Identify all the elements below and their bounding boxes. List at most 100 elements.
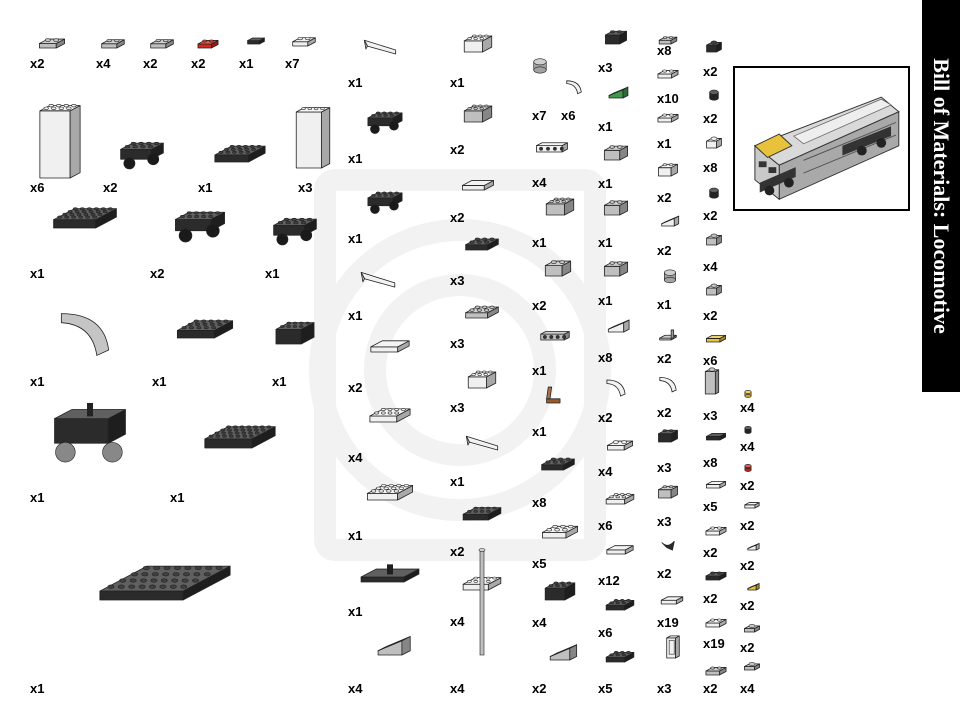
part-plate-image — [465, 237, 499, 251]
part-item: x2 — [740, 464, 754, 493]
part-plate-image — [150, 38, 174, 49]
part-quantity: x4 — [740, 439, 755, 454]
part-quantity: x8 — [703, 455, 717, 470]
locomotive-image — [753, 96, 900, 201]
part-quantity: x2 — [657, 566, 671, 581]
part-quantity: x4 — [740, 681, 755, 696]
part-bogie-image — [120, 141, 164, 170]
part-item: x2 — [657, 540, 675, 581]
part-clip-image — [661, 540, 675, 551]
part-item: x1 — [598, 145, 629, 191]
part-round-image — [664, 269, 676, 284]
part-item: x6 — [561, 80, 582, 123]
part-tile-image — [706, 481, 726, 489]
part-item: x1 — [272, 321, 315, 389]
part-quantity: x4 — [450, 614, 465, 629]
part-quantity: x2 — [150, 266, 164, 281]
part-quantity: x2 — [703, 208, 717, 223]
part-plate-image — [53, 207, 117, 229]
part-item: x1 — [348, 191, 403, 246]
part-quantity: x3 — [657, 460, 671, 475]
part-item: x1 — [657, 269, 676, 312]
part-item: x8 — [703, 136, 722, 175]
part-slope-image — [377, 636, 411, 656]
part-quantity: x2 — [703, 64, 717, 79]
part-brick-image — [605, 30, 627, 45]
part-curve-image — [60, 313, 110, 357]
watermark-logo — [309, 169, 611, 561]
part-item: x1 — [30, 207, 117, 281]
part-plate-image — [465, 305, 499, 319]
part-quantity: x8 — [532, 495, 546, 510]
part-quantity: x2 — [703, 308, 717, 323]
part-quantity: x4 — [532, 615, 547, 630]
part-slope-image — [747, 543, 760, 551]
part-quantity: x19 — [657, 615, 679, 630]
part-brick-image — [658, 485, 678, 499]
part-quantity: x1 — [265, 266, 279, 281]
part-item: x2 — [103, 141, 164, 195]
part-quantity: x1 — [450, 474, 464, 489]
part-item: x4 — [740, 390, 755, 415]
part-item: x1 — [30, 565, 231, 696]
part-brick-image — [706, 40, 722, 53]
part-quantity: x1 — [348, 308, 362, 323]
part-bogie-image — [175, 211, 225, 243]
part-quantity: x2 — [703, 111, 717, 126]
part-quantity: x1 — [450, 75, 464, 90]
part-item: x2 — [740, 543, 760, 573]
part-item: x4 — [450, 548, 486, 696]
part-quantity: x19 — [703, 636, 725, 651]
part-quantity: x1 — [348, 528, 362, 543]
part-curve-image — [659, 376, 677, 393]
part-brick-image — [706, 136, 722, 149]
part-tile-image — [247, 37, 265, 45]
part-plate-image — [657, 113, 679, 123]
part-round-image — [709, 89, 719, 101]
part-quantity: x2 — [657, 243, 671, 258]
part-quantity: x4 — [96, 56, 111, 71]
part-tile-image — [706, 433, 726, 441]
part-item: x4 — [740, 661, 760, 696]
part-brick-image — [544, 581, 576, 601]
part-round-image — [533, 58, 547, 74]
part-item: x2 — [703, 666, 727, 696]
part-tile-image — [370, 340, 410, 353]
part-item: x1 — [532, 197, 575, 250]
part-quantity: x1 — [598, 176, 612, 191]
part-item: x4 — [348, 636, 411, 696]
part-plate-image — [705, 618, 727, 628]
part-brick-image — [463, 104, 493, 123]
part-quantity: x1 — [348, 75, 362, 90]
part-plate-image — [705, 666, 727, 676]
part-quantity: x2 — [450, 142, 464, 157]
part-quantity: x1 — [272, 374, 286, 389]
part-quantity: x1 — [198, 180, 212, 195]
part-item: x6 — [30, 104, 81, 195]
part-item: x12 — [598, 545, 634, 588]
part-quantity: x7 — [532, 108, 546, 123]
part-item: x1 — [657, 113, 679, 151]
part-technic-image — [540, 331, 570, 341]
part-item: x3 — [450, 370, 497, 415]
part-plate-image — [605, 493, 635, 505]
part-tile-image — [660, 596, 684, 605]
part-plate-image — [101, 38, 125, 49]
part-item: x3 — [703, 367, 720, 423]
part-quantity: x6 — [561, 108, 575, 123]
part-tile-image — [706, 335, 726, 343]
part-round-image — [744, 390, 752, 398]
part-door-image — [666, 635, 680, 659]
part-quantity: x1 — [239, 56, 253, 71]
part-item: x2 — [532, 644, 578, 696]
part-item: x10 — [657, 69, 679, 106]
part-plate-image — [605, 651, 635, 663]
part-quantity: x2 — [740, 598, 754, 613]
part-slope-image — [661, 215, 680, 227]
part-quantity: x2 — [450, 210, 464, 225]
part-quantity: x2 — [703, 545, 717, 560]
part-quantity: x1 — [532, 363, 546, 378]
part-plate-image — [605, 599, 635, 611]
part-quantity: x2 — [740, 558, 754, 573]
part-item: x3 — [657, 485, 678, 529]
